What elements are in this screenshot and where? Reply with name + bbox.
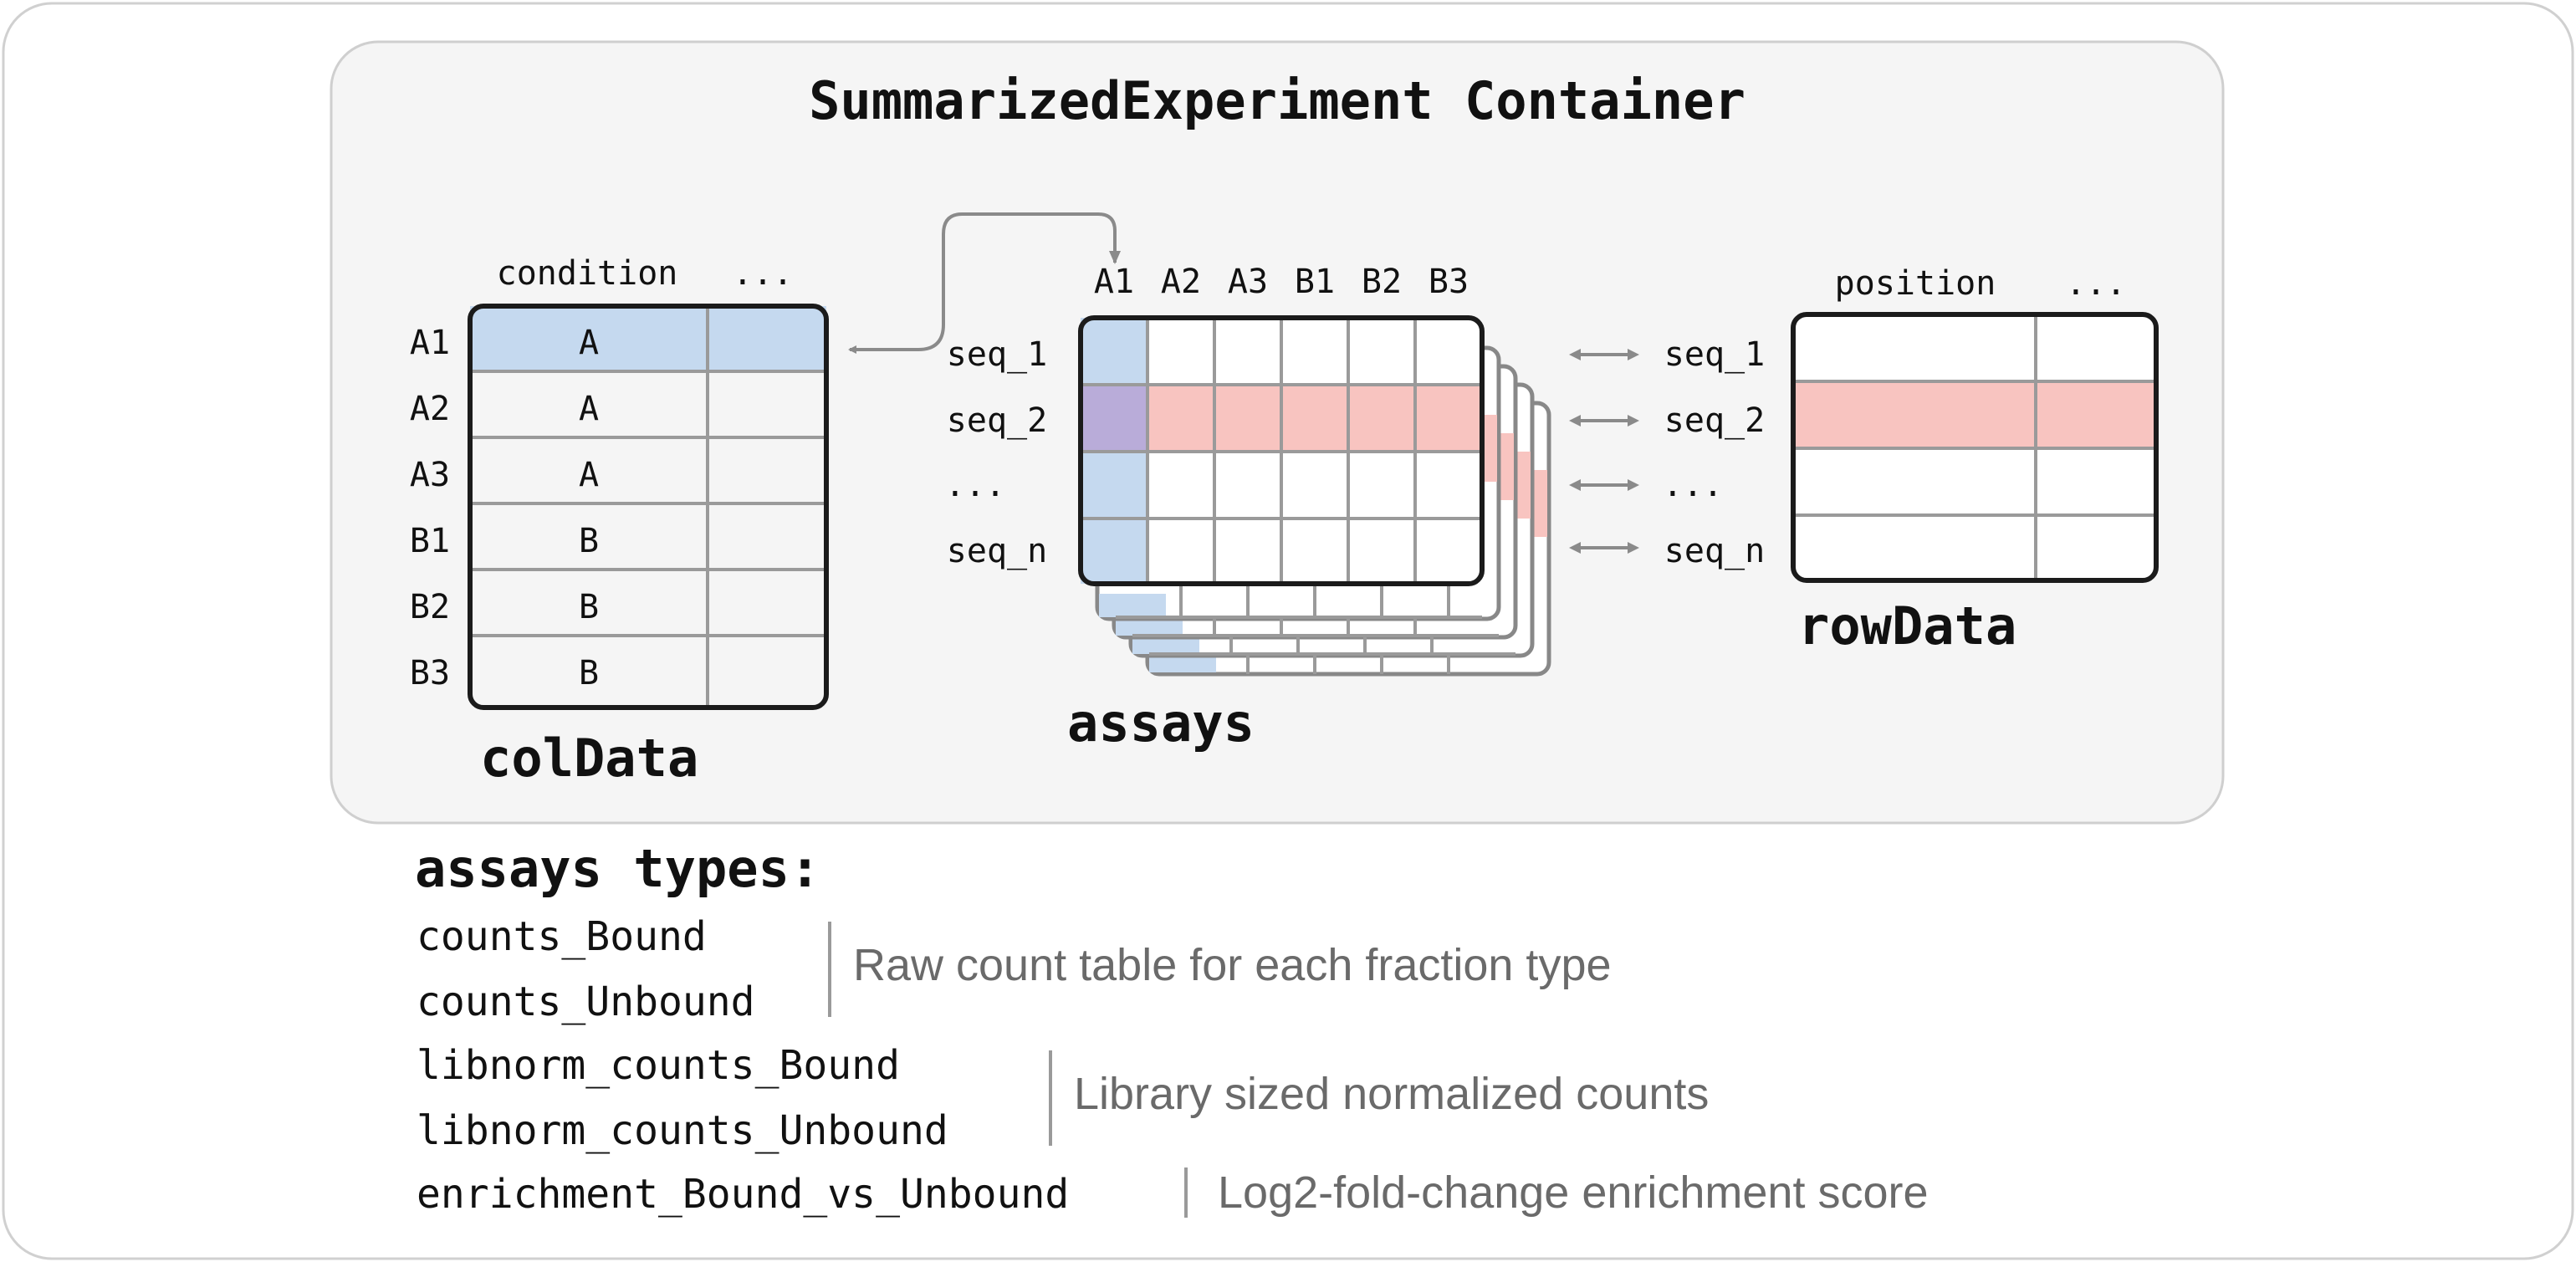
- assay-layer-front: [1078, 315, 1485, 586]
- rowdata-rowname-2: seq_2: [1664, 401, 1765, 440]
- assay-types-heading: assays types:: [415, 838, 820, 899]
- assay-col-5: B2: [1362, 263, 1402, 301]
- coldata-rowname-1: A1: [410, 324, 450, 362]
- assay-cell-intersection: [1081, 385, 1147, 452]
- assay-type-description: Library sized normalized counts: [1074, 1069, 1709, 1119]
- coldata-table: condition ... A1 A2 A3 B1 B2 B3 A A A B …: [410, 254, 829, 789]
- assay-row-2: seq_2: [947, 401, 1047, 440]
- rowdata-table: position ... rowData: [1791, 264, 2159, 657]
- assay-col-2: A2: [1161, 263, 1201, 301]
- assay-row-3: ...: [945, 466, 1005, 504]
- rowdata-rowname-1: seq_1: [1664, 335, 1765, 374]
- coldata-rowname-4: B1: [410, 522, 450, 560]
- assay-row-1: seq_1: [947, 335, 1047, 374]
- assay-type-name: libnorm_counts_Unbound: [417, 1107, 948, 1154]
- coldata-header-condition: condition: [497, 254, 678, 293]
- assay-col-3: A3: [1228, 263, 1268, 301]
- assay-types-legend: assays types: counts_Bound counts_Unboun…: [415, 838, 1929, 1218]
- coldata-condition-3: A: [579, 456, 599, 494]
- assays-label: assays: [1067, 692, 1255, 754]
- container-title: SummarizedExperiment Container: [809, 70, 1745, 131]
- assay-col-1: A1: [1094, 263, 1134, 301]
- rowdata-border: [1791, 312, 2159, 583]
- assay-type-name: libnorm_counts_Bound: [417, 1042, 900, 1089]
- coldata-link-arrow: [848, 212, 1117, 354]
- rowdata-header-position: position: [1835, 264, 1996, 303]
- coldata-condition-4: B: [579, 522, 599, 560]
- coldata-rowname-5: B2: [410, 588, 450, 626]
- assay-row-4: seq_n: [947, 532, 1047, 570]
- coldata-link-arrow-head-top: [1109, 251, 1121, 264]
- rowdata-label: rowData: [1798, 595, 2016, 657]
- assay-type-name: counts_Bound: [417, 913, 707, 960]
- coldata-rowname-3: A3: [410, 456, 450, 494]
- coldata-rowname-2: A2: [410, 390, 450, 428]
- assay-front-border: [1078, 315, 1485, 586]
- coldata-label: colData: [480, 728, 698, 789]
- rowdata-row-highlight: [1793, 381, 2156, 448]
- assay-type-name: enrichment_Bound_vs_Unbound: [417, 1171, 1069, 1218]
- assay-type-name: counts_Unbound: [417, 978, 755, 1025]
- coldata-condition-1: A: [579, 324, 599, 362]
- coldata-header-more: ...: [733, 254, 793, 293]
- coldata-border: [468, 304, 829, 710]
- rowdata-rowname-4: seq_n: [1664, 532, 1765, 570]
- assay-type-description: Raw count table for each fraction type: [853, 940, 1612, 990]
- coldata-condition-2: A: [579, 390, 599, 428]
- assay-row-highlight: [1147, 385, 1482, 452]
- rowdata-header-more: ...: [2066, 264, 2126, 303]
- coldata-row-highlight: [470, 306, 826, 371]
- coldata-rowname-6: B3: [410, 654, 450, 692]
- assay-col-6: B3: [1429, 263, 1469, 301]
- rowdata-rowname-3: ...: [1663, 466, 1723, 504]
- row-link-arrows: [1569, 349, 1639, 554]
- assays-stack: A1 A2 A3 B1 B2 B3 seq_1 seq_2 ... seq_n …: [945, 263, 1551, 754]
- assay-type-description: Log2-fold-change enrichment score: [1218, 1167, 1929, 1218]
- coldata-condition-6: B: [579, 654, 599, 692]
- assay-col-4: B1: [1295, 263, 1335, 301]
- coldata-condition-5: B: [579, 588, 599, 626]
